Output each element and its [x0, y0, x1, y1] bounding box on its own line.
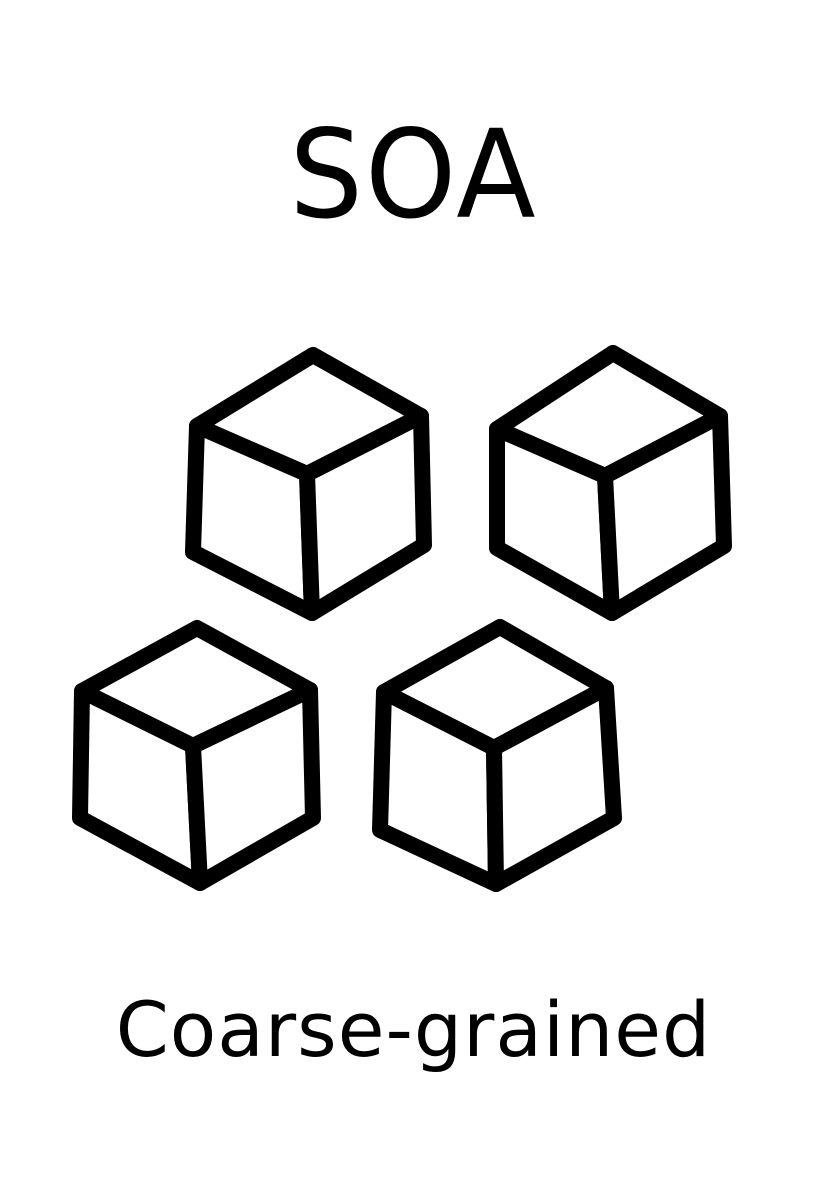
cube-icon	[185, 347, 432, 621]
cube-icon	[489, 345, 732, 621]
diagram-caption: Coarse-grained	[115, 985, 712, 1074]
cube-icon	[72, 620, 321, 891]
diagram-title: SOA	[289, 104, 538, 247]
cube-icon	[372, 619, 622, 892]
